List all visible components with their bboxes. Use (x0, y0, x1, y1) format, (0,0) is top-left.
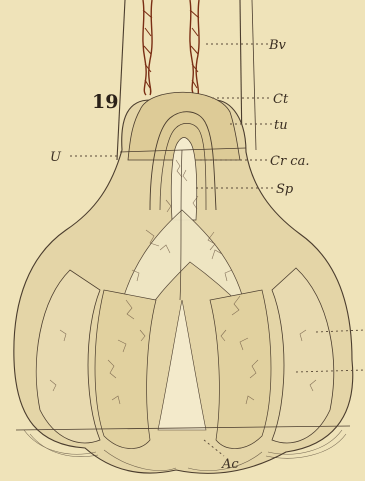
label-tu: tu (274, 118, 288, 133)
label-u: U (50, 150, 62, 165)
label-crca: Cr ca. (270, 154, 309, 169)
inner-right-lobe (210, 290, 271, 449)
figure-number: 19 (92, 91, 118, 113)
label-bv: Bv (268, 38, 287, 53)
inner-left-lobe (95, 290, 156, 449)
label-ac: Ac (221, 457, 239, 472)
label-sp: Sp (276, 182, 294, 197)
label-ct: Ct (273, 92, 289, 107)
